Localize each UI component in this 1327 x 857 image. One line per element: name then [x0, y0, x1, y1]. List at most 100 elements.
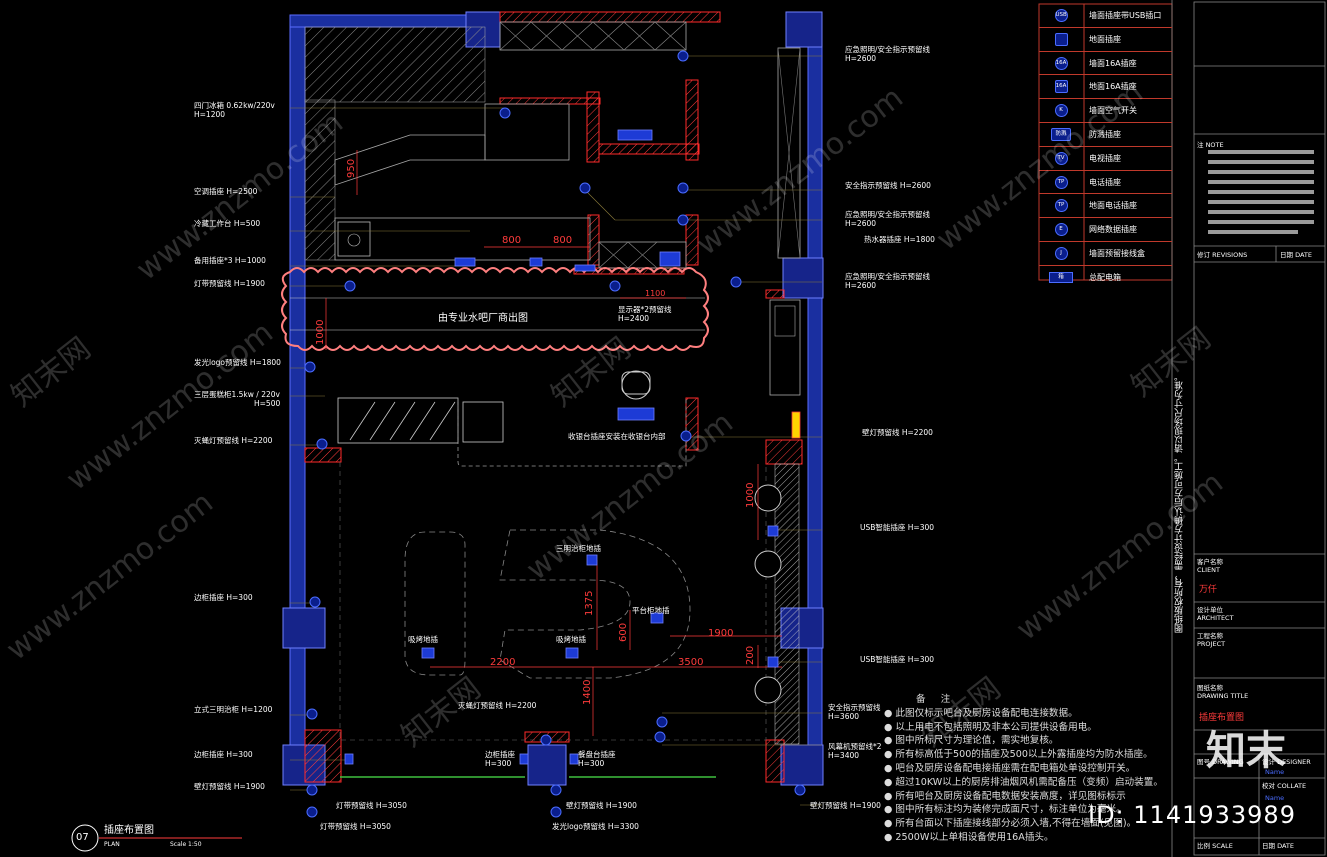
dim-600: 600: [618, 622, 629, 642]
kitchen-wall-hatch: [304, 99, 336, 261]
splashproof-socket-icon: 防溅: [1051, 127, 1071, 141]
cashier-note: 收银台插座安装在收银台内部: [568, 432, 666, 441]
counter-box: [462, 401, 504, 443]
usb-socket-icon: USB: [1054, 9, 1068, 22]
callout-bottom-4: 发光logo预留线 H=3300: [552, 822, 639, 831]
tb-drawing-no: 图号 DRAWING: [1197, 758, 1244, 766]
partition-wall: [685, 214, 699, 266]
callout-cold-table: 冷藏工作台 H=500: [194, 219, 261, 228]
tb-client-value: 万仟: [1199, 585, 1218, 595]
tb-date-label: 日期 DATE: [1280, 251, 1312, 259]
tb-scale: 比例 SCALE: [1197, 842, 1233, 850]
round-table: [754, 550, 782, 578]
seating-bench: [404, 531, 466, 676]
drawing-plan-label: PLAN: [104, 841, 120, 848]
callout-usb-1: USB智能插座 H=300: [860, 523, 935, 532]
prep-table: [334, 134, 486, 186]
shelf-grid: [499, 21, 687, 51]
junction-box-icon: J: [1054, 246, 1068, 260]
dim-3500: 3500: [678, 657, 704, 668]
callout-wall-lamp-right-2: 壁灯预留线 H=1900: [810, 801, 881, 810]
partition-wall: [765, 439, 803, 465]
legend-row: 箱总配电箱: [1039, 266, 1172, 289]
id-tag: ID: 1141933989: [1088, 801, 1296, 829]
distribution-box-icon: 箱: [1049, 271, 1073, 283]
wall-top: [289, 14, 469, 28]
floor-phone-socket-icon: TP: [1054, 199, 1068, 213]
callout-fly-lamp: 灭蝇灯预留线 H=2200: [194, 436, 273, 445]
dim-1100: 1100: [645, 289, 666, 298]
callout-side-cabinet-2: 边柜插座 H=300: [194, 750, 253, 759]
legend-row: 防溅防溅插座: [1039, 123, 1172, 147]
cake-cabinet: [337, 397, 459, 444]
column: [782, 257, 824, 299]
callout-light-strip: 灯带预留线 H=1900: [194, 279, 265, 288]
bar-counter-cloud: [281, 267, 709, 351]
round-table: [754, 484, 782, 512]
partition-wall: [598, 143, 700, 155]
network-socket-icon: E: [1054, 223, 1068, 237]
drawing-title: 插座布置图: [104, 825, 154, 836]
brand-logo: 知末: [1206, 728, 1286, 774]
tb-revisions-label: 修订 REVISIONS: [1197, 251, 1248, 259]
callout-usb-2: USB智能插座 H=300: [860, 655, 935, 664]
partition-wall: [685, 79, 699, 161]
callout-wall-lamp-right: 壁灯预留线 H=2200: [862, 428, 933, 437]
column: [282, 607, 326, 649]
partition-wall: [586, 91, 600, 163]
sink: [337, 221, 371, 257]
dim-1375: 1375: [584, 590, 595, 616]
dim-1900: 1900: [708, 628, 734, 639]
callout-side-cabinet: 边柜插座 H=300: [194, 593, 253, 602]
callout-sandwich-cabinet: 立式三明治柜 H=1200: [194, 705, 273, 714]
drawing-scale: Scale 1:50: [170, 841, 202, 848]
partition-wall: [304, 447, 342, 463]
note-item: ● 所有标高低于500的插座及500以上外露插座均为防水插座。: [884, 749, 1153, 761]
seating-table: [499, 529, 691, 679]
dim-1000-b: 1000: [745, 482, 756, 508]
note-item: ● 超过10KW以上的厨房排油烟风机需配备压（变频）启动装置。: [884, 776, 1163, 788]
callout-ac-socket: 空调插座 H=2500: [194, 187, 258, 196]
tb-designer: 设计 DESIGNER: [1262, 758, 1311, 766]
note-item: ● 所有台面以下插座接线部分必须入墙,不得在墙面(见图)。: [884, 818, 1137, 830]
title-block-frame: [1171, 0, 1326, 857]
tb-designer-name: Name: [1265, 768, 1285, 776]
callout-bottom-1: 灯带预留线 H=3050: [336, 801, 407, 810]
callout-grill-floor-1: 吸烤地插: [408, 635, 438, 644]
partition-wall: [765, 289, 785, 299]
floor-socket-icon: [1054, 32, 1068, 46]
callout-platform-floor: 平台柜地插: [632, 606, 670, 615]
tb-collate: 校对 COLLATE: [1262, 782, 1307, 790]
right-cabinet: [777, 47, 801, 259]
callout-bottom-2: 灯带预留线 H=3050: [320, 822, 391, 831]
drawing-number-circle: [71, 824, 99, 852]
dim-1400: 1400: [582, 679, 593, 705]
callout-wall-lamp: 壁灯预留线 H=1900: [194, 782, 265, 791]
storage-grid: [598, 241, 687, 269]
note-item: ● 图中所有标注均为装修完成面尺寸，标注单位为毫米。: [884, 804, 1126, 816]
notes-block: 备 注 ● 此图仅标示吧台及厨房设备配电连接数据。 ● 以上用电不包括照明及非本…: [884, 693, 1180, 845]
note-item: ● 2500W以上单相设备使用16A插头。: [884, 831, 1054, 843]
drawing-number: 07: [76, 832, 89, 843]
callout-grill-floor-2: 吸烤地插: [556, 635, 586, 644]
